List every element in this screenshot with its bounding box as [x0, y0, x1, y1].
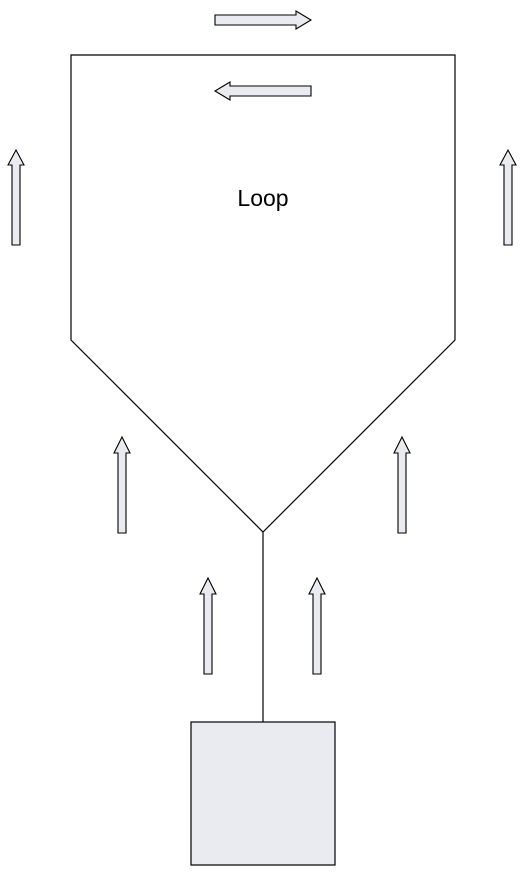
- loop-funnel-shape: [70, 54, 456, 533]
- arrow-right-icon: [214, 10, 313, 30]
- arrow-up-icon: [499, 148, 517, 246]
- arrow-left-icon: [213, 81, 312, 101]
- arrow-up-icon: [308, 576, 326, 675]
- arrow-up-icon: [113, 435, 131, 534]
- arrow-up-icon: [199, 576, 217, 675]
- arrow-up-icon: [393, 435, 411, 534]
- loop-label: Loop: [237, 185, 288, 211]
- arrow-up-icon: [7, 148, 25, 246]
- source-box: [190, 721, 336, 866]
